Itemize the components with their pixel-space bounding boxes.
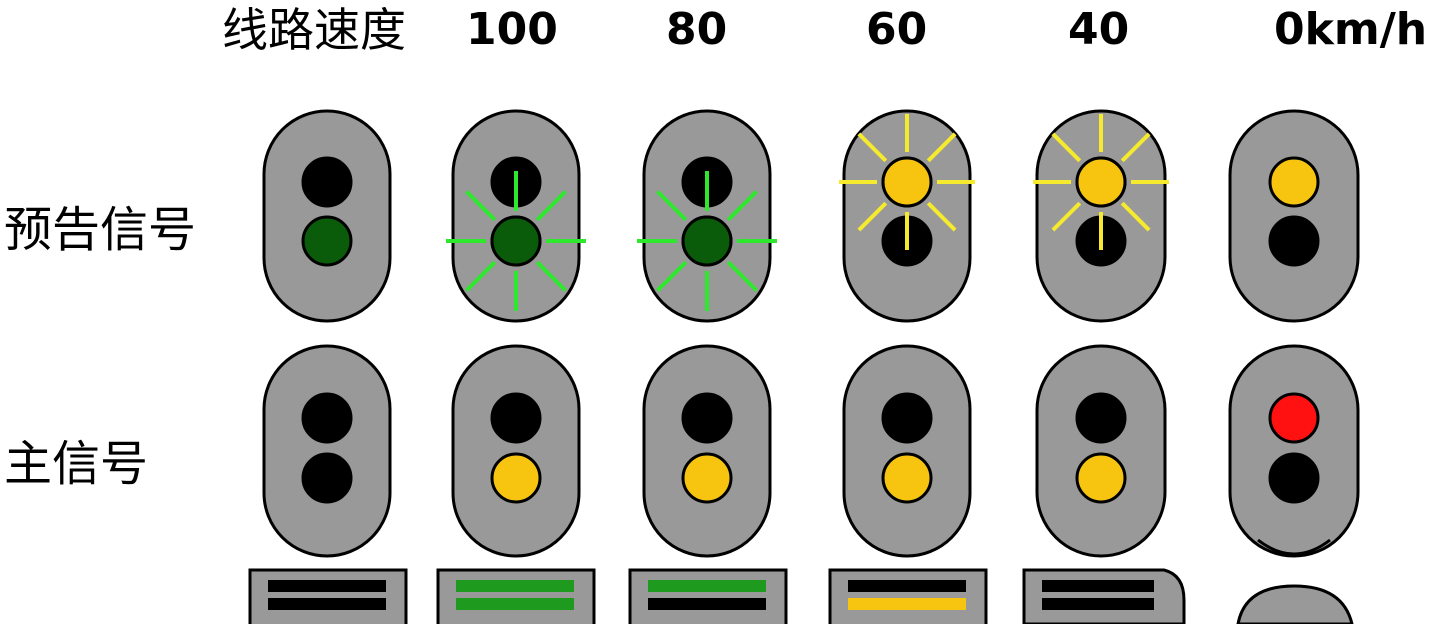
flash-ray-icon — [535, 260, 567, 292]
flash-ray-icon — [656, 190, 688, 222]
main-signal-bottom-lamp — [1268, 452, 1320, 504]
main-signal-housing — [642, 344, 772, 558]
main-signal-bottom-lamp — [681, 452, 733, 504]
main-signal-housing — [1035, 344, 1167, 558]
line-speed-label: 线路速度 — [222, 3, 406, 57]
main-signal-bottom-lamp — [301, 452, 353, 504]
header-row: 线路速度 100 80 60 40 0km/h — [0, 0, 1440, 70]
bar-indicator-top-bar — [1042, 580, 1154, 592]
bar-indicator-bottom-bar — [848, 598, 966, 610]
bar-indicator-bottom-bar — [1042, 598, 1154, 610]
main-signal-housing — [1228, 344, 1360, 558]
flash-ray-icon — [926, 132, 957, 163]
flash-ray-icon — [726, 260, 758, 292]
speed-40-label: 40 — [1068, 4, 1130, 55]
bar-indicator-bottom-bar — [268, 598, 386, 610]
main-signal-housing — [262, 344, 392, 558]
flash-ray-icon — [535, 190, 567, 222]
main-signal-top-lamp — [1075, 392, 1127, 444]
distant-signal-bottom-lamp — [490, 215, 542, 267]
bar-indicator-bottom-bar — [456, 598, 574, 610]
bar-indicator-top-bar — [456, 580, 574, 592]
bar-indicator-housing — [828, 568, 988, 624]
speed-60-label: 60 — [866, 4, 928, 55]
main-signal-top-lamp — [490, 392, 542, 444]
flash-ray-icon — [656, 260, 688, 292]
partial-signal-housing — [1236, 584, 1354, 624]
bar-indicator-housing — [1022, 568, 1186, 624]
bar-indicator-top-bar — [848, 580, 966, 592]
speed-80-label: 80 — [666, 4, 728, 55]
bar-indicator-top-bar — [648, 580, 766, 592]
flash-ray-icon — [726, 190, 758, 222]
main-signal-housing — [451, 344, 581, 558]
bar-indicator-top-bar — [268, 580, 386, 592]
flash-ray-icon — [465, 260, 497, 292]
bar-indicator-housing — [248, 568, 408, 624]
main-signal-housing — [842, 344, 972, 558]
distant-signal-top-lamp — [1075, 156, 1127, 208]
flash-ray-icon — [857, 132, 888, 163]
bar-indicator-housing — [628, 568, 788, 624]
bar-indicator-housing — [436, 568, 596, 624]
speed-100-label: 100 — [466, 4, 558, 55]
main-signal-bottom-lamp — [1075, 452, 1127, 504]
main-signal-bottom-lamp — [881, 452, 933, 504]
main-signal-top-lamp — [1268, 392, 1320, 444]
flash-ray-icon — [857, 201, 888, 232]
distant-signal-bottom-lamp — [1268, 215, 1320, 267]
main-signal-top-lamp — [681, 392, 733, 444]
speed-0-label: 0km/h — [1274, 4, 1428, 55]
flash-ray-icon — [1051, 132, 1082, 163]
distant-signal-top-lamp — [881, 156, 933, 208]
flash-ray-icon — [1120, 132, 1151, 163]
distant-signal-top-lamp — [1268, 156, 1320, 208]
flash-ray-icon — [465, 190, 497, 222]
distant-signal-top-lamp — [301, 156, 353, 208]
flash-ray-icon — [926, 201, 957, 232]
main-signal-top-lamp — [881, 392, 933, 444]
main-signal-top-lamp — [301, 392, 353, 444]
distant-signal-bottom-lamp — [681, 215, 733, 267]
bar-indicator-bottom-bar — [648, 598, 766, 610]
distant-signal-label: 预告信号 — [4, 202, 197, 258]
flash-ray-icon — [1120, 201, 1151, 232]
main-signal-label: 主信号 — [4, 436, 149, 492]
distant-signal-bottom-lamp — [301, 215, 353, 267]
main-signal-bottom-lamp — [490, 452, 542, 504]
signal-tail — [1257, 538, 1331, 556]
flash-ray-icon — [1051, 201, 1082, 232]
